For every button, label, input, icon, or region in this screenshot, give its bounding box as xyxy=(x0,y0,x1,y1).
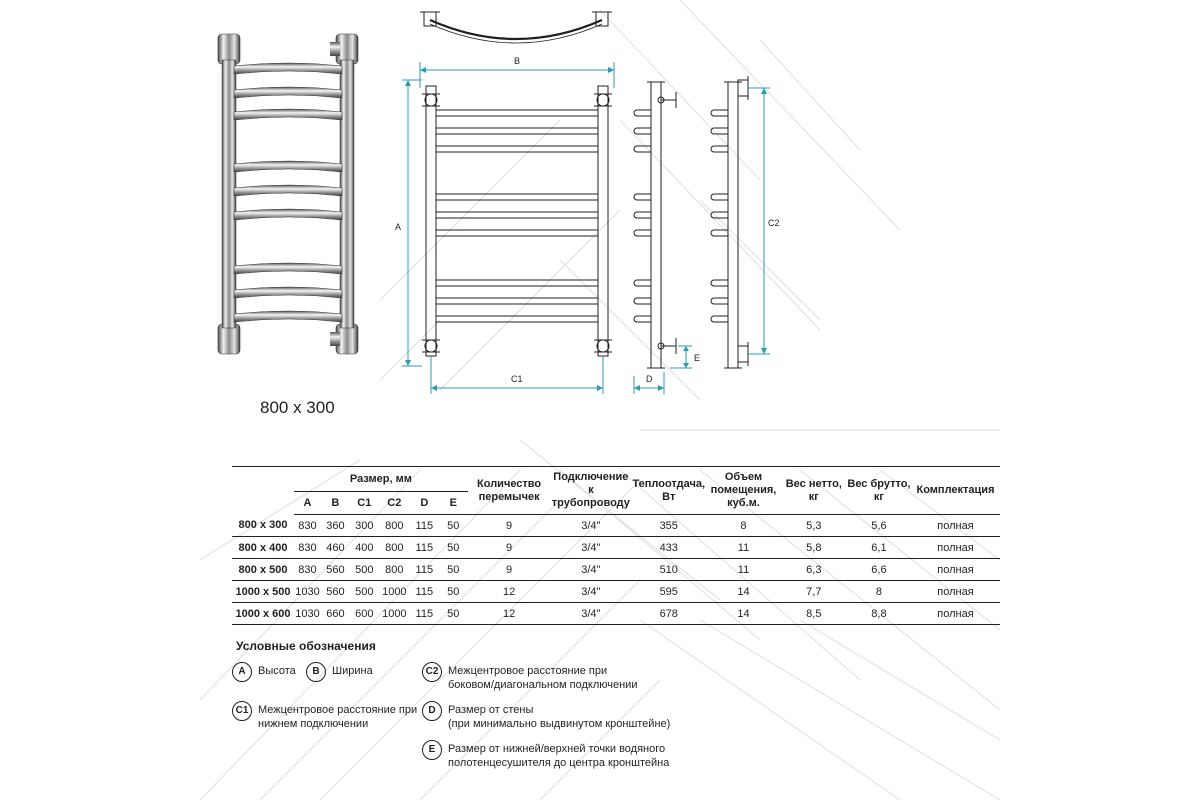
dimension-label-c2: C2 xyxy=(768,218,780,228)
legend-badge: C2 xyxy=(422,662,442,682)
model-cell: 800 x 300 xyxy=(232,514,295,537)
column-header-c2: C2 xyxy=(378,491,410,515)
model-cell: 800 x 500 xyxy=(232,558,295,581)
model-cell: 800 x 400 xyxy=(232,536,295,559)
gross-weight-header: Вес брутто, кг xyxy=(846,466,911,515)
column-header-d: D xyxy=(409,491,439,515)
model-cell: 1000 x 500 xyxy=(232,580,295,603)
product-photo xyxy=(217,33,359,355)
dimension-label-e: E xyxy=(694,353,700,363)
legend-badge: E xyxy=(422,740,442,760)
connection-header: Подключение к трубопроводу xyxy=(550,466,632,515)
dimension-label-c1: C1 xyxy=(511,374,523,384)
column-header-a: A xyxy=(294,491,321,515)
column-header-e: E xyxy=(438,491,468,515)
legend-title: Условные обозначения xyxy=(236,639,376,653)
net-weight-header: Вес нетто, кг xyxy=(780,466,847,515)
column-header-b: B xyxy=(320,491,350,515)
dimension-label-b: B xyxy=(514,56,520,66)
legend-badge: D xyxy=(422,701,442,721)
legend-badge: B xyxy=(306,662,326,682)
dimension-label-a: A xyxy=(395,222,401,232)
legend-badge: C1 xyxy=(232,701,252,721)
model-cell: 1000 x 600 xyxy=(232,602,295,625)
room-volume-header: Объем помещения, куб.м. xyxy=(706,466,781,515)
technical-drawings: B A C1 D E C2 xyxy=(395,11,780,394)
column-header-c1: C1 xyxy=(349,491,379,515)
dimension-label-d: D xyxy=(646,374,653,384)
legend-badge: A xyxy=(232,662,252,682)
bars-header: Количество перемычек xyxy=(467,466,551,515)
model-caption: 800 x 300 xyxy=(260,398,335,417)
kit-header: Комплектация xyxy=(911,466,1000,515)
specification-table: Размер, мм Количество перемычек Подключе… xyxy=(232,466,1000,625)
size-group-header: Размер, мм xyxy=(294,466,468,492)
heat-output-header: Теплоотдача, Вт xyxy=(631,466,707,515)
